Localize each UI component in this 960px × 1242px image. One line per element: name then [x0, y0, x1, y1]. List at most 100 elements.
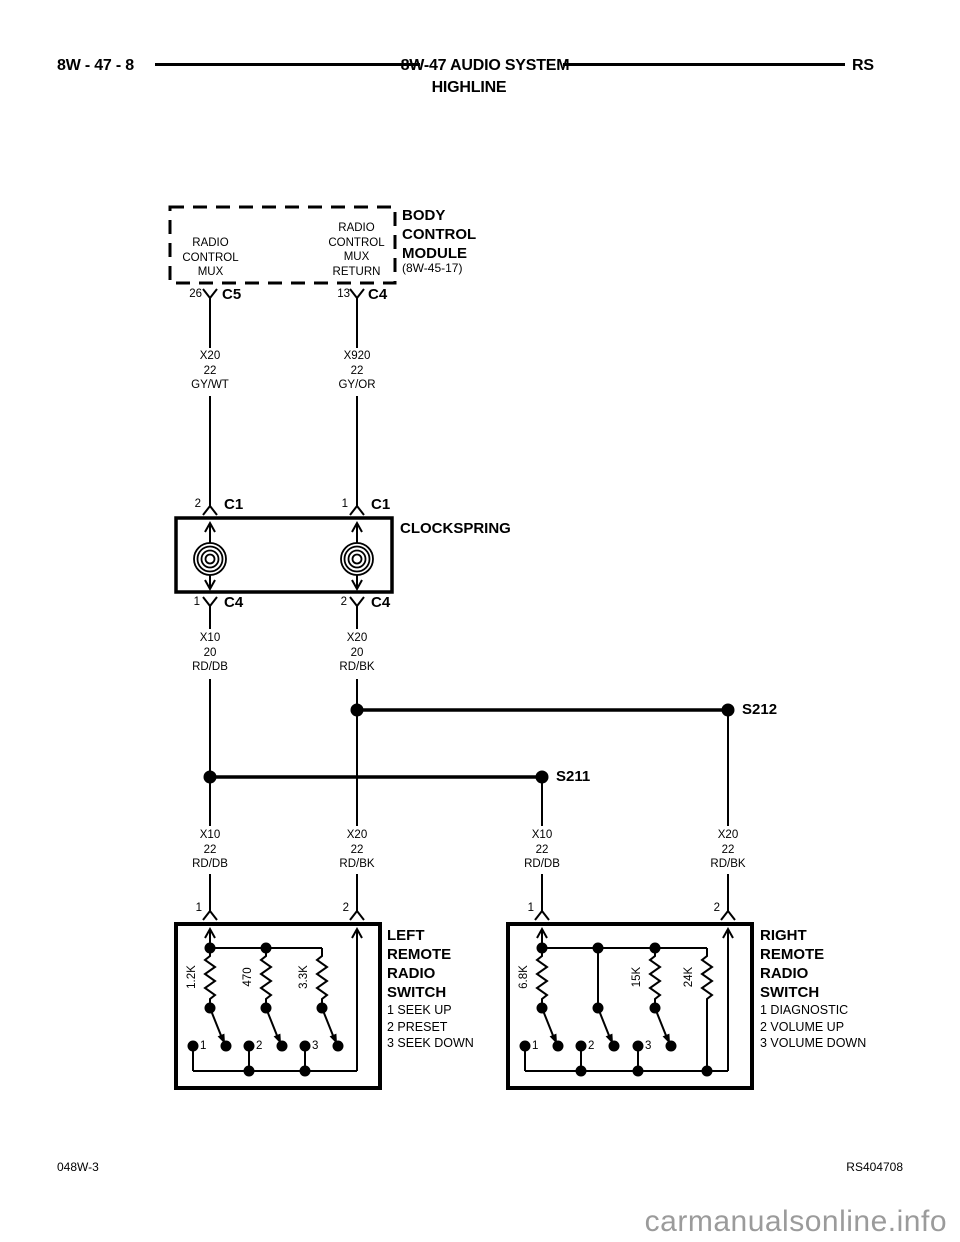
bcm-circuit-left-line: CONTROL: [182, 251, 239, 264]
left-switch-title: LEFT REMOTE RADIO SWITCH: [387, 926, 451, 1002]
wire-label-left-pin1: X10 22 RD/DB: [165, 828, 255, 872]
left-switch-contact-1: 1: [200, 1040, 207, 1052]
page-title: 8W-47 AUDIO SYSTEM: [400, 57, 570, 74]
right-switch-title-line: RIGHT: [760, 927, 807, 944]
left-switch-contact-2: 2: [256, 1040, 263, 1052]
left-switch-function: 2 PRESET: [387, 1019, 448, 1034]
left-switch-title-line: RADIO: [387, 965, 436, 982]
left-switch-function: 3 SEEK DOWN: [387, 1036, 474, 1050]
bcm-circuit-right-line: MUX: [343, 251, 370, 263]
clockspring-coil-left: [193, 520, 227, 592]
wire-circuit: X20: [346, 829, 368, 841]
bcm-box-outline: [168, 205, 397, 285]
splice-label-s211: S211: [556, 768, 591, 785]
right-switch-functions: 1 DIAGNOSTIC 2 VOLUME UP 3 VOLUME DOWN: [760, 1002, 866, 1052]
right-switch-internals: [519, 926, 734, 1077]
bcm-circuit-left: RADIO CONTROL MUX: [168, 236, 253, 280]
wire-color: RD/BK: [339, 858, 375, 870]
bcm-circuit-left-line: RADIO: [192, 237, 229, 249]
bcm-circuit-right-line: RADIO: [338, 222, 375, 234]
clockspring-coil-right: [340, 520, 374, 592]
left-switch-title-line: REMOTE: [387, 946, 452, 963]
cs-top-pin-2: 2: [194, 498, 201, 510]
right-switch-resistor-1: 6.8K: [518, 965, 530, 989]
wire-color: GY/WT: [191, 379, 229, 391]
wire-label-right-pin2: X20 22 RD/BK: [683, 828, 773, 872]
cs-bottom-pin-1: 1: [193, 596, 200, 608]
splice-s212: [350, 703, 735, 717]
wire-circuit: X10: [531, 829, 553, 841]
cs-bottom-connector-c4-left: C4: [224, 594, 244, 611]
cs-top-pin-1: 1: [341, 498, 348, 510]
clockspring-title: CLOCKSPRING: [400, 520, 511, 537]
wire-gauge: 20: [203, 646, 217, 659]
bcm-circuit-left-line: MUX: [197, 266, 224, 278]
right-switch-pin-1: 1: [527, 902, 534, 914]
left-switch-pin-1: 1: [195, 902, 202, 914]
left-switch-function: 1 SEEK UP: [387, 1003, 452, 1017]
cs-bottom-pin-2: 2: [340, 596, 347, 608]
wire-circuit: X20: [199, 350, 221, 362]
wire-gauge: 22: [350, 843, 364, 856]
bcm-pin-26: 26: [189, 288, 202, 300]
wire-color: RD/DB: [192, 858, 228, 870]
wire-gauge: 20: [350, 646, 364, 659]
wire-gauge: 22: [203, 364, 217, 377]
wire-label-x20-rdbk-20: X20 20 RD/BK: [312, 631, 402, 675]
bcm-circuit-right: RADIO CONTROL MUX RETURN: [314, 221, 399, 279]
left-switch-resistor-3: 3.3K: [298, 965, 310, 989]
right-switch-resistor-2: 15K: [631, 966, 643, 988]
wire-color: GY/OR: [338, 379, 376, 391]
wire-color: RD/BK: [710, 858, 746, 870]
wire-circuit: X20: [346, 632, 368, 644]
wire-color: RD/BK: [339, 661, 375, 673]
wire-circuit: X920: [343, 350, 371, 362]
cs-top-connector-c1-left: C1: [224, 496, 244, 513]
wire-circuit: X10: [199, 829, 221, 841]
bcm-connector-c4: C4: [368, 286, 388, 303]
page-ref: 8W - 47 - 8: [57, 57, 134, 74]
right-switch-title-line: REMOTE: [760, 946, 825, 963]
left-switch-resistor-1: 1.2K: [186, 965, 198, 989]
wire-label-x920-gyor: X920 22 GY/OR: [312, 349, 402, 393]
watermark: carmanualsonline.info: [644, 1205, 947, 1238]
right-switch-function: 3 VOLUME DOWN: [760, 1036, 867, 1050]
wire-gauge: 22: [203, 843, 217, 856]
right-switch-resistor-3: 24K: [683, 966, 695, 988]
bcm-circuit-right-line: CONTROL: [328, 236, 385, 249]
right-switch-pin-2: 2: [713, 902, 720, 914]
right-switch-contact-1: 1: [532, 1040, 539, 1052]
cs-top-connector-c1-right: C1: [371, 496, 391, 513]
bcm-circuit-right-line: RETURN: [332, 265, 381, 278]
wire-gauge: 22: [535, 843, 549, 856]
right-switch-function: 2 VOLUME UP: [760, 1019, 845, 1034]
footer-drawing-number: 048W-3: [57, 1160, 99, 1174]
clockspring-top-connector-symbols: [202, 499, 365, 516]
page-subtitle: HIGHLINE: [431, 79, 507, 96]
right-switch-title-line: RADIO: [760, 965, 809, 982]
bcm-title-line: MODULE: [402, 245, 467, 262]
left-switch-internals: [187, 926, 363, 1077]
splice-s211: [203, 770, 549, 784]
bcm-pin-13: 13: [337, 288, 350, 300]
right-switch-contact-3: 3: [645, 1040, 652, 1052]
wire-color: RD/DB: [524, 858, 560, 870]
bcm-title-line: BODY: [402, 207, 446, 224]
bcm-connector-c5: C5: [222, 286, 242, 303]
section-code: RS: [852, 57, 874, 74]
left-switch-resistor-2: 470: [242, 967, 254, 987]
wire-circuit: X20: [717, 829, 739, 841]
wire-label-right-pin1: X10 22 RD/DB: [497, 828, 587, 872]
clockspring-bottom-connector-symbols: [202, 596, 365, 614]
left-switch-title-line: SWITCH: [387, 984, 447, 1001]
left-switch-functions: 1 SEEK UP 2 PRESET 3 SEEK DOWN: [387, 1002, 474, 1052]
cs-bottom-connector-c4-right: C4: [371, 594, 391, 611]
wire-gauge: 22: [350, 364, 364, 377]
wire-label-x10-rddb-20: X10 20 RD/DB: [165, 631, 255, 675]
wire-circuit: X10: [199, 632, 221, 644]
header-rule-right: [563, 63, 845, 66]
header-rule-left: [155, 63, 420, 66]
bcm-connector-symbols: [202, 288, 365, 307]
right-switch-title: RIGHT REMOTE RADIO SWITCH: [760, 926, 824, 1002]
